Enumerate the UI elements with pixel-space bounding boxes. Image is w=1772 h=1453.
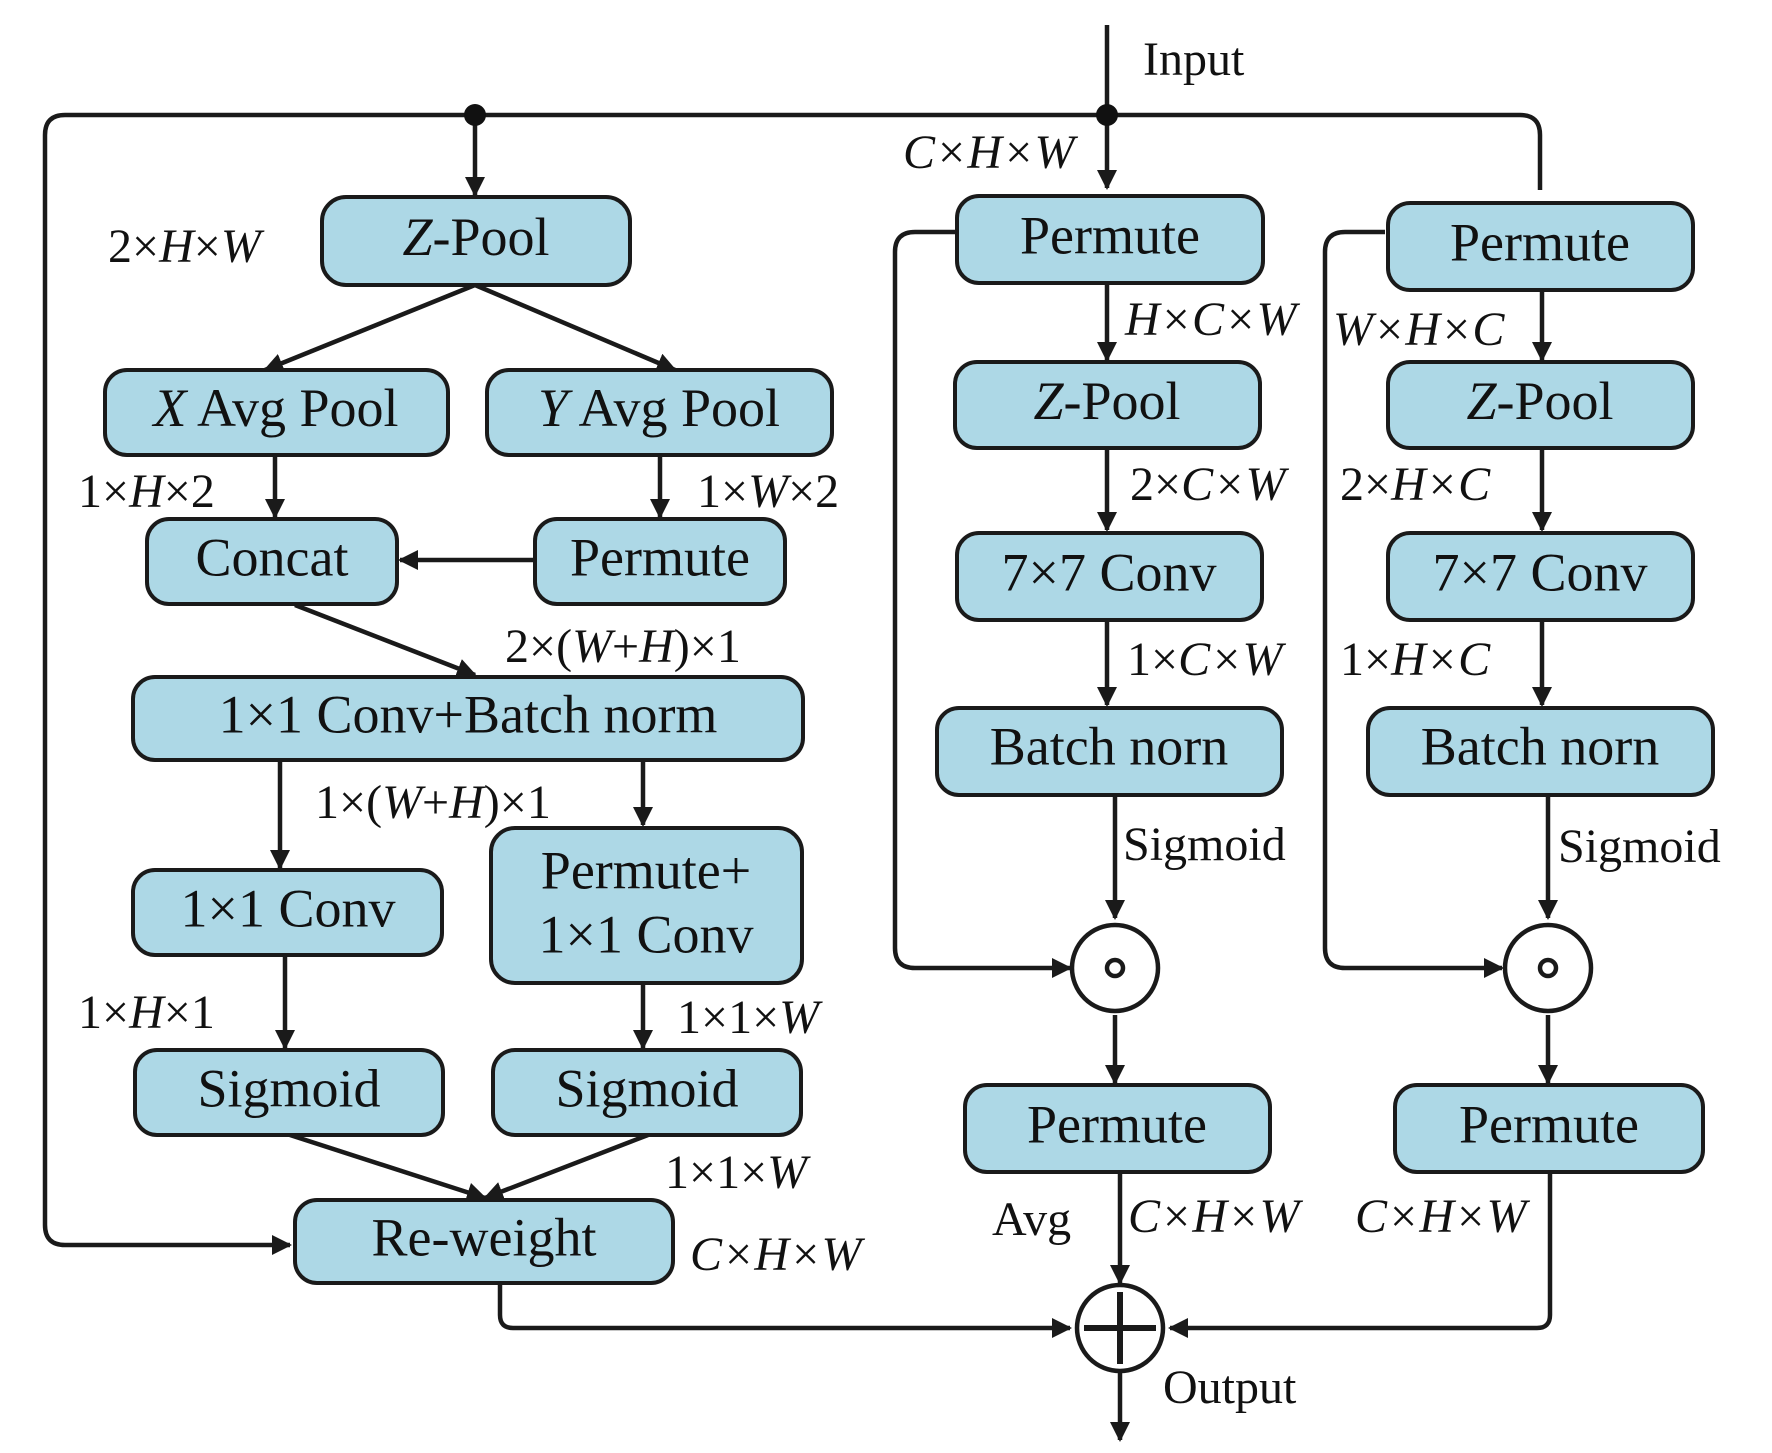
b3-batchnorm-label: Batch norn [1421, 716, 1659, 776]
label-convbn-out: 1×(W+H)×1 [315, 776, 551, 829]
junction-dot-left [464, 104, 486, 126]
label-b3-after-permute: W×H×C [1333, 303, 1505, 356]
svg-text:Y Avg Pool: Y Avg Pool [538, 378, 780, 438]
junction-dot-input [1096, 104, 1118, 126]
input-label: Input [1143, 33, 1245, 86]
permute-conv-line1: Permute+ [541, 840, 751, 900]
b2-permute-top-box: Permute [955, 194, 1265, 285]
b3-zpool-rest: -Pool [1497, 371, 1614, 431]
b1-zpool-z: Z [402, 207, 433, 267]
edge-sigmoid-left-to-reweight [289, 1132, 487, 1202]
b3-conv7-label: 7×7 Conv [1433, 542, 1648, 602]
label-sigmoid-out: 1×1×W [665, 1146, 811, 1199]
b2-permute-top-label: Permute [1020, 205, 1200, 265]
b1-permute-box: Permute [533, 517, 787, 606]
label-sigmoid-b3: Sigmoid [1558, 820, 1721, 873]
b3-permute-top-box: Permute [1386, 201, 1695, 292]
permute-conv-box: Permute+ 1×1 Conv [489, 826, 804, 985]
label-reweight-out: C×H×W [690, 1228, 865, 1281]
label-b2-after-permute: H×C×W [1124, 293, 1300, 346]
label-xavg-out: 1×H×2 [78, 465, 215, 518]
edge-zpool-to-xavg [263, 282, 476, 373]
svg-text:Z-Pool: Z-Pool [402, 207, 549, 267]
edge-reweight-to-add [497, 1283, 1072, 1338]
b2-zpool-box: Z-Pool [953, 360, 1262, 450]
concat-box: Concat [145, 517, 399, 606]
conv1x1-box: 1×1 Conv [131, 868, 444, 957]
b2-multiply-op [1069, 922, 1161, 1014]
b3-zpool-z: Z [1466, 371, 1497, 431]
label-b3-after-conv: 1×H×C [1340, 633, 1491, 686]
reweight-label: Re-weight [372, 1207, 597, 1267]
b2-conv7-box: 7×7 Conv [955, 531, 1264, 622]
concat-label: Concat [196, 527, 349, 587]
label-concat-out: 2×(W+H)×1 [505, 620, 741, 673]
label-b3-after-zpool: 2×H×C [1340, 458, 1491, 511]
b1-permute-label: Permute [570, 527, 750, 587]
svg-text:Z-Pool: Z-Pool [1033, 371, 1180, 431]
edge-b3-permute-to-add [1168, 1172, 1553, 1338]
edge-zpool-to-yavg [474, 282, 677, 373]
y-avg-pool-var: Y [538, 378, 573, 438]
add-op [1074, 1282, 1166, 1374]
b3-zpool-box: Z-Pool [1386, 360, 1695, 450]
b2-permute-bottom-box: Permute [963, 1083, 1272, 1174]
b3-permute-bottom-label: Permute [1459, 1094, 1639, 1154]
edge-b2-skip [892, 229, 1072, 978]
y-avg-pool-box: Y Avg Pool [485, 368, 834, 457]
y-avg-pool-rest: Avg Pool [568, 378, 780, 438]
sigmoid-left-label: Sigmoid [197, 1058, 380, 1118]
b2-conv7-label: 7×7 Conv [1002, 542, 1217, 602]
label-yavg-out: 1×W×2 [697, 465, 839, 518]
connectors [42, 25, 1558, 1442]
b1-zpool-rest: -Pool [433, 207, 550, 267]
edge-concat-to-convbn [294, 602, 477, 678]
b3-conv7-box: 7×7 Conv [1386, 531, 1695, 622]
label-sigmoid-b2: Sigmoid [1123, 818, 1286, 871]
b3-batchnorm-box: Batch norn [1366, 706, 1715, 797]
b2-permute-bottom-label: Permute [1027, 1094, 1207, 1154]
b2-zpool-z: Z [1033, 371, 1064, 431]
x-avg-pool-var: X [151, 378, 188, 438]
reweight-box: Re-weight [293, 1198, 675, 1285]
b1-zpool-box: Z-Pool [320, 195, 632, 287]
b2-batchnorm-label: Batch norn [990, 716, 1228, 776]
edge-sigmoid-right-to-reweight [483, 1132, 649, 1201]
b3-permute-bottom-box: Permute [1393, 1083, 1705, 1174]
x-avg-pool-box: X Avg Pool [103, 368, 450, 457]
edge-b3-skip [1322, 229, 1504, 978]
label-input-shape: C×H×W [903, 126, 1078, 179]
conv1x1-label: 1×1 Conv [181, 878, 396, 938]
x-avg-pool-rest: Avg Pool [186, 378, 398, 438]
output-label: Output [1163, 1361, 1297, 1414]
sigmoid-right-box: Sigmoid [491, 1048, 803, 1137]
sigmoid-left-box: Sigmoid [133, 1048, 445, 1137]
svg-text:Z-Pool: Z-Pool [1466, 371, 1613, 431]
sigmoid-right-label: Sigmoid [555, 1058, 738, 1118]
label-avg: Avg [992, 1193, 1071, 1246]
label-b3-out: C×H×W [1355, 1190, 1530, 1243]
label-b2-after-conv: 1×C×W [1127, 633, 1286, 686]
label-conv1x1-out: 1×H×1 [78, 986, 215, 1039]
b2-zpool-rest: -Pool [1064, 371, 1181, 431]
permute-conv-line2: 1×1 Conv [539, 904, 754, 964]
label-b2-after-zpool: 2×C×W [1130, 458, 1289, 511]
label-b2-out: C×H×W [1128, 1190, 1303, 1243]
svg-text:X Avg Pool: X Avg Pool [151, 378, 398, 438]
b3-multiply-op [1502, 922, 1594, 1014]
b3-permute-top-label: Permute [1450, 212, 1630, 272]
edge-top-bus [42, 112, 1543, 1255]
conv-bn-box: 1×1 Conv+Batch norm [131, 675, 805, 762]
label-pconv-out: 1×1×W [677, 991, 823, 1044]
conv-bn-label: 1×1 Conv+Batch norm [219, 684, 718, 744]
label-zpool-in: 2×H×W [108, 220, 265, 273]
b2-batchnorm-box: Batch norn [935, 706, 1284, 797]
